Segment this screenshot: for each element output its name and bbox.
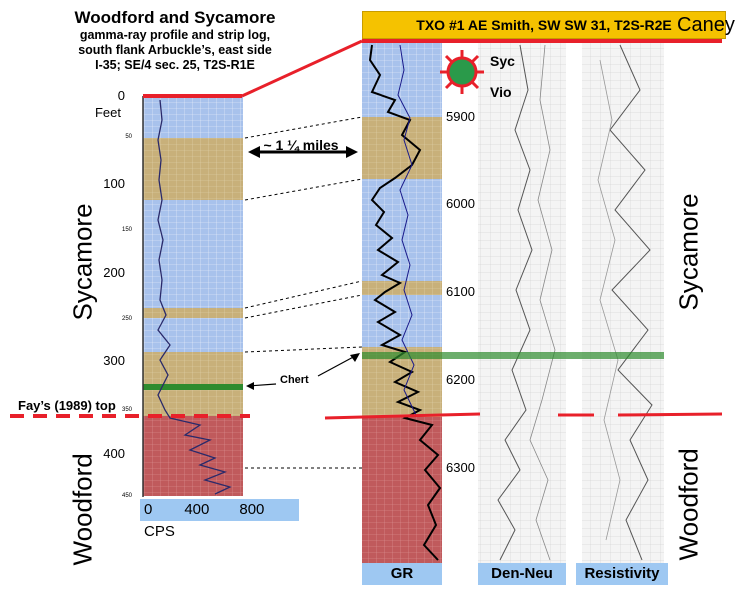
outcrop-chert-band	[143, 384, 243, 390]
depth-track-background	[443, 40, 477, 563]
left-depth-tick-100: 100	[103, 176, 125, 191]
woodford-top-line-1	[324, 412, 481, 420]
left-depth-tick-350: 350	[122, 407, 133, 413]
well-depth-tick-6100: 6100	[446, 284, 475, 299]
gr-tan-unit-1	[362, 117, 442, 179]
den-neu-curve-2	[529, 44, 556, 561]
top-correlation-line	[241, 39, 363, 98]
gr-curve	[368, 44, 442, 561]
resistivity-track	[582, 40, 664, 563]
outcrop-blue-unit-1	[143, 96, 243, 138]
left-depth-tick-150: 150	[122, 227, 133, 233]
woodford-top-line-3	[617, 412, 723, 417]
correlation-lines	[244, 116, 363, 469]
gr-tan-unit-2	[362, 281, 442, 295]
well-header: TXO #1 AE Smith, SW SW 31, T2S-R2E	[362, 11, 726, 39]
subtitle-line-2: south flank Arbuckle’s, east side	[78, 43, 272, 57]
den-neu-track	[478, 40, 566, 563]
den-neu-curve-1	[497, 44, 533, 561]
left-depth-tick-450: 450	[122, 493, 133, 499]
left-depth-tick-300: 300	[103, 353, 125, 368]
outcrop-tan-unit-2	[143, 308, 243, 318]
well-depth-tick-6300: 6300	[446, 460, 475, 475]
outcrop-column	[142, 96, 243, 497]
distance-arrow-left-head	[248, 146, 260, 158]
distance-label: ~ 1 ¼ miles	[263, 137, 338, 153]
outcrop-tan-unit-1	[143, 138, 243, 200]
syc-vio-marker: Syc Vio	[440, 50, 515, 100]
outcrop-gr-curve	[157, 99, 232, 495]
title-text: Woodford and Sycamore	[74, 8, 276, 27]
cps-tick-400: 400	[184, 501, 210, 518]
gr-track	[362, 40, 442, 563]
outcrop-blue-unit-3	[143, 318, 243, 352]
resistivity-curve-2	[597, 59, 621, 541]
resistivity-curve	[609, 44, 653, 561]
well-depth-axis: 5900 6000 6100 6200 6300	[443, 40, 477, 563]
outcrop-blue-unit-2	[143, 200, 243, 308]
chert-pointer-right	[317, 354, 358, 377]
left-depth-tick-200: 200	[103, 265, 125, 280]
caney-label: Caney	[677, 14, 735, 36]
fays-top-label: Fay’s (1989) top	[18, 398, 116, 413]
left-depth-tick-250: 250	[122, 316, 133, 322]
chert-correlation-band	[362, 352, 664, 359]
well-depth-tick-5900: 5900	[446, 109, 475, 124]
cps-axis-bar: 0 400 800CPS	[140, 499, 299, 540]
well-depth-tick-6000: 6000	[446, 196, 475, 211]
well-depth-tick-6200: 6200	[446, 372, 475, 387]
syc-label: Syc	[490, 53, 515, 69]
distance-arrow-right-head	[346, 146, 358, 158]
vio-label: Vio	[490, 84, 512, 100]
subtitle-line-3: I-35; SE/4 sec. 25, T2S-R1E	[95, 58, 255, 72]
cps-tick-800: 800	[239, 501, 265, 518]
left-depth-axis: 0 50 100 150 200 250 300 350 400 450 Fee…	[95, 88, 133, 499]
left-depth-tick-50: 50	[125, 134, 132, 140]
cps-unit: CPS	[144, 523, 175, 540]
den-neu-track-label: Den-Neu	[478, 563, 566, 585]
resistivity-track-label: Resistivity	[576, 563, 668, 585]
den-neu-grid	[478, 40, 566, 563]
outcrop-woodford-unit	[143, 416, 243, 496]
figure-title: Woodford and Sycamore gamma-ray profile …	[60, 8, 290, 73]
gr-track-label: GR	[362, 563, 442, 585]
gr-blue-unit-2	[362, 179, 442, 281]
gr-blue-unit-3	[362, 295, 442, 347]
feet-label: Feet	[95, 105, 121, 120]
syc-vio-circle	[446, 56, 478, 88]
subtitle-line-1: gamma-ray profile and strip log,	[79, 28, 271, 42]
gr-woodford-unit	[362, 417, 442, 563]
left-depth-tick-400: 400	[103, 446, 125, 461]
chert-label: Chert	[280, 374, 309, 386]
left-depth-tick-0: 0	[118, 88, 125, 103]
cps-tick-0: 0	[144, 501, 153, 518]
